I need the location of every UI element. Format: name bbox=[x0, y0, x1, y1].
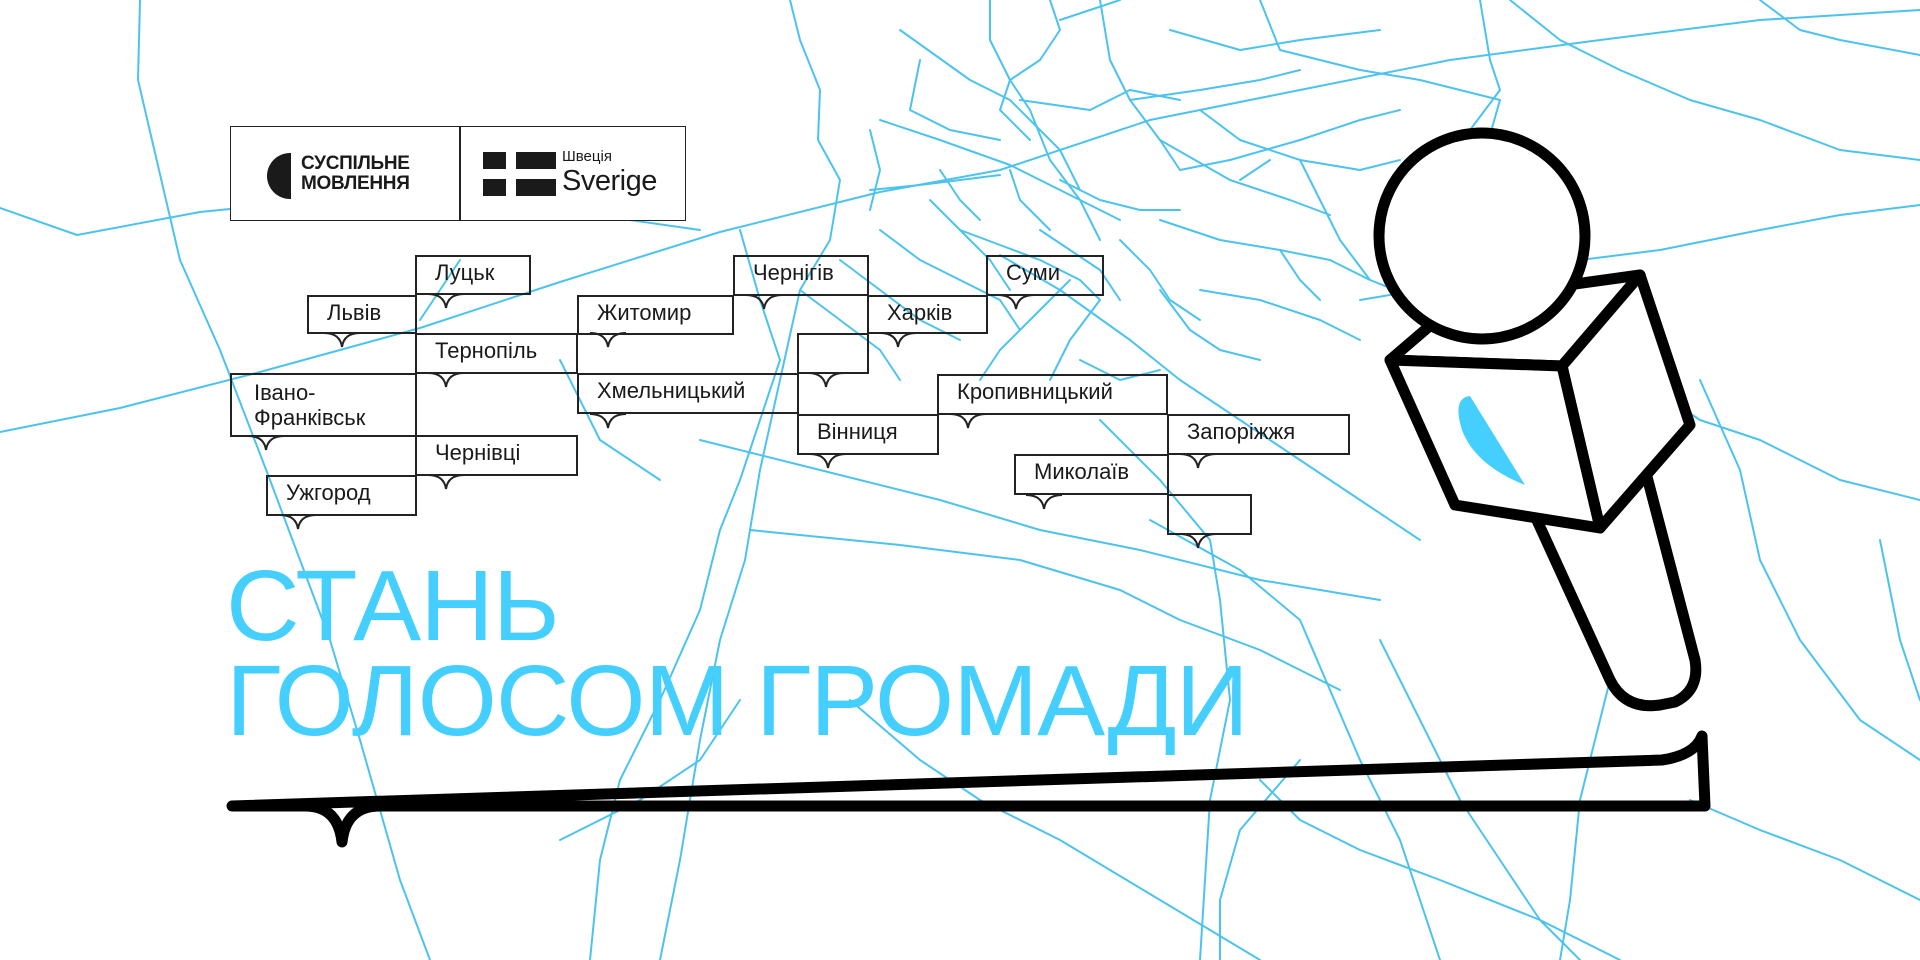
city-name-line2: Франківськ bbox=[254, 405, 366, 430]
logo-divider bbox=[459, 127, 461, 220]
city-label-vinnytsia: Вінниця bbox=[797, 414, 939, 455]
city-label-kharkiv: Харків bbox=[867, 295, 988, 334]
city-name: Луцьк bbox=[435, 260, 495, 285]
city-name: Житомир bbox=[597, 300, 692, 325]
city-label-sumy: Суми bbox=[986, 255, 1104, 296]
city-label-ivano-frankivsk: Івано- Франківськ bbox=[230, 373, 417, 437]
city-label-lviv: Львів bbox=[307, 295, 417, 334]
city-name: Чернівці bbox=[435, 440, 521, 465]
city-name: Запоріжжя bbox=[1187, 419, 1296, 444]
headline-line1: СТАНЬ bbox=[226, 550, 560, 662]
sweden-ukrainian-label: Швеція bbox=[562, 148, 612, 165]
city-name: Хмельницький bbox=[597, 378, 746, 403]
city-name-line1: Івано- bbox=[254, 380, 316, 405]
city-label-zhytomyr: Житомир bbox=[577, 295, 734, 335]
city-name: Вінниця bbox=[817, 419, 898, 444]
headline-line2: ГОЛОСОМ ГРОМАДИ bbox=[226, 645, 1249, 757]
city-label-mykolaiv: Миколаїв bbox=[1014, 454, 1169, 495]
city-label-kropyvnytskyi: Кропивницький bbox=[937, 374, 1168, 415]
city-label-khmelnytskyi: Хмельницький bbox=[577, 373, 799, 414]
city-name: Харків bbox=[887, 300, 953, 325]
city-label-uzhhorod: Ужгород bbox=[266, 475, 417, 516]
city-label-lutsk: Луцьк bbox=[415, 255, 531, 295]
empty-label-box bbox=[797, 333, 869, 374]
city-name: Суми bbox=[1006, 260, 1061, 285]
city-label-zaporizhzhia: Запоріжжя bbox=[1167, 414, 1350, 455]
city-label-ternopil: Тернопіль bbox=[415, 333, 578, 374]
suspilne-logo-text: СУСПІЛЬНЕ МОВЛЕННЯ bbox=[301, 154, 410, 194]
suspilne-line2: МОВЛЕННЯ bbox=[301, 173, 410, 194]
partner-logos: СУСПІЛЬНЕ МОВЛЕННЯ Швеція Sverige bbox=[230, 126, 686, 221]
city-name: Івано- Франківськ bbox=[254, 380, 365, 430]
suspilne-line1: СУСПІЛЬНЕ bbox=[301, 153, 410, 174]
city-label-chernihiv: Чернігів bbox=[733, 255, 869, 296]
city-name: Ужгород bbox=[286, 480, 371, 505]
city-name: Миколаїв bbox=[1034, 459, 1130, 484]
city-name: Чернігів bbox=[753, 260, 834, 285]
city-name: Кропивницький bbox=[957, 379, 1113, 404]
city-name: Львів bbox=[327, 300, 382, 325]
city-name: Тернопіль bbox=[435, 338, 538, 363]
city-label-chernivtsi: Чернівці bbox=[415, 435, 578, 476]
sverige-label: Sverige bbox=[562, 165, 657, 197]
